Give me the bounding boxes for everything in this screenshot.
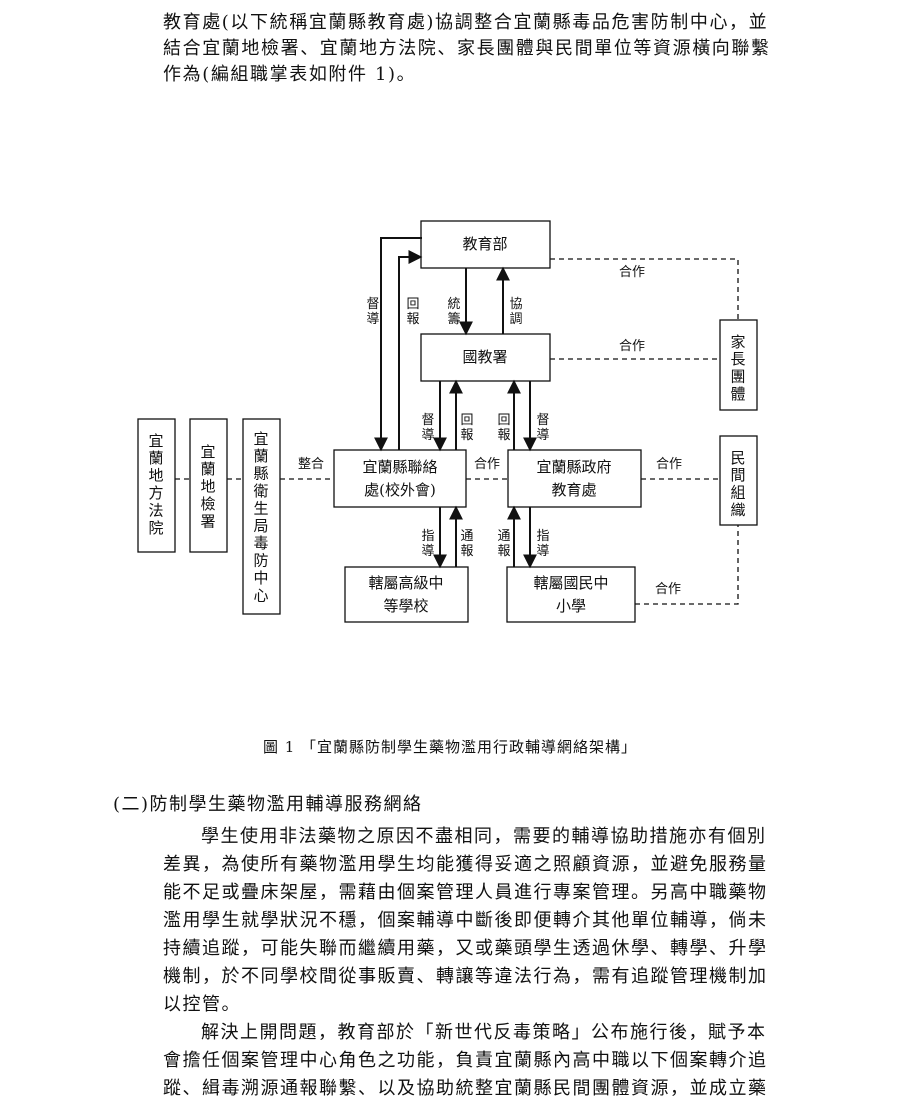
label-supervise: 督導: [366, 297, 379, 327]
intro-line: 結合宜蘭地檢署、宜蘭地方法院、家長團體與民間單位等資源橫向聯繫: [163, 38, 771, 59]
intro-paragraph: 教育處(以下統稱宜蘭縣教育處)協調整合宜蘭縣毒品危害防制中心，並 結合宜蘭地檢署…: [163, 10, 823, 88]
node-prosecutor: 宜蘭地檢署: [189, 418, 228, 553]
section-heading: (二)防制學生藥物濫用輔導服務網絡: [113, 794, 423, 815]
label-report: 回報: [497, 413, 510, 443]
node-edu-dept-label: 教育處: [551, 481, 596, 499]
node-court: 宜蘭地方法院: [137, 418, 176, 553]
label-cooperate: 合作: [656, 457, 682, 472]
label-coordinate: 協調: [509, 297, 522, 327]
body-line: 持續追蹤，可能失聯而繼續用藥，又或藥頭學生透過休學、轉學、升學: [163, 938, 768, 959]
intro-line: 教育處(以下統稱宜蘭縣教育處)協調整合宜蘭縣毒品危害防制中心，並: [163, 12, 769, 33]
label-integrate: 整合: [298, 457, 324, 472]
node-primary-label: 小學: [556, 597, 586, 615]
arrow-report-moe: [398, 250, 423, 450]
body-line: 差異，為使所有藥物濫用學生均能獲得妥適之照顧資源，並避免服務量: [163, 854, 768, 875]
intro-line: 作為(編組職掌表如附件 1)。: [163, 64, 417, 85]
node-health-label: 宜蘭縣衛生局毒防中心: [253, 430, 268, 605]
label-cooperate: 合作: [655, 582, 681, 597]
node-moe: 教育部: [420, 220, 551, 269]
label-report: 回報: [460, 413, 473, 443]
node-moe-label: 教育部: [462, 235, 507, 253]
node-senior: 轄屬高級中 等學校: [344, 566, 469, 623]
label-supervise: 督導: [421, 413, 434, 443]
body-line: 機制，於不同學校間從事販賣、轉讓等違法行為，需有追蹤管理機制加: [163, 966, 768, 987]
node-senior-label: 轄屬高級中: [368, 574, 443, 592]
node-health: 宜蘭縣衛生局毒防中心: [242, 418, 281, 615]
label-notify: 通報: [460, 529, 473, 559]
label-cooperate: 合作: [619, 339, 645, 354]
dash-primary-civil: [635, 525, 739, 605]
label-guide: 指導: [536, 529, 549, 559]
figure-caption: 圖 1 「宜蘭縣防制學生藥物濫用行政輔導網絡架構」: [262, 738, 638, 756]
node-primary: 轄屬國民中 小學: [506, 566, 636, 623]
body-line: 蹤、緝毒溯源通報聯繫、以及協助統整宜蘭縣民間團體資源，並成立藥: [163, 1078, 768, 1099]
node-civil-label: 民間組織: [730, 449, 745, 519]
body-line: 濫用學生就學狀況不穩，個案輔導中斷後即便轉介其他單位輔導，倘未: [163, 910, 768, 931]
node-liaison-label: 宜蘭縣聯絡: [362, 458, 437, 476]
node-k12: 國教署: [420, 333, 551, 382]
body-line: 能不足或疊床架屋，需藉由個案管理人員進行專案管理。另高中職藥物: [163, 882, 768, 903]
node-civil: 民間組織: [719, 435, 758, 526]
arrow-supervise-moe: [374, 237, 422, 452]
label-cooperate: 合作: [619, 265, 645, 280]
body-line: 學生使用非法藥物之原因不盡相同，需要的輔導協助措施亦有個別: [201, 826, 767, 847]
body-line: 會擔任個案管理中心角色之功能，負責宜蘭縣內高中職以下個案轉介追: [163, 1050, 768, 1071]
node-edu-dept: 宜蘭縣政府 教育處: [507, 449, 642, 508]
node-k12-label: 國教署: [462, 348, 507, 366]
label-plan: 統籌: [447, 297, 460, 327]
body-line: 解決上開問題，教育部於「新世代反毒策略」公布施行後，賦予本: [201, 1022, 767, 1043]
node-liaison-label: 處(校外會): [364, 481, 436, 499]
dash-moe-parents: [550, 258, 739, 320]
node-edu-dept-label: 宜蘭縣政府: [536, 458, 611, 476]
node-primary-label: 轄屬國民中: [533, 574, 608, 592]
node-court-label: 宜蘭地方法院: [148, 432, 163, 537]
network-diagram: 教育部 國教署 宜蘭縣聯絡 處(校外會) 宜蘭縣政府 教育處 轄屬高級中 等學校…: [137, 220, 758, 623]
node-parents: 家長團體: [719, 319, 758, 411]
label-guide: 指導: [421, 529, 434, 559]
label-supervise: 督導: [536, 413, 549, 443]
label-report: 回報: [406, 297, 419, 327]
node-prosecutor-label: 宜蘭地檢署: [200, 443, 215, 531]
node-liaison: 宜蘭縣聯絡 處(校外會): [333, 449, 467, 508]
body-line: 以控管。: [163, 994, 241, 1015]
label-cooperate: 合作: [474, 457, 500, 472]
node-senior-label: 等學校: [383, 597, 428, 615]
node-parents-label: 家長團體: [730, 333, 745, 403]
label-notify: 通報: [497, 529, 510, 559]
